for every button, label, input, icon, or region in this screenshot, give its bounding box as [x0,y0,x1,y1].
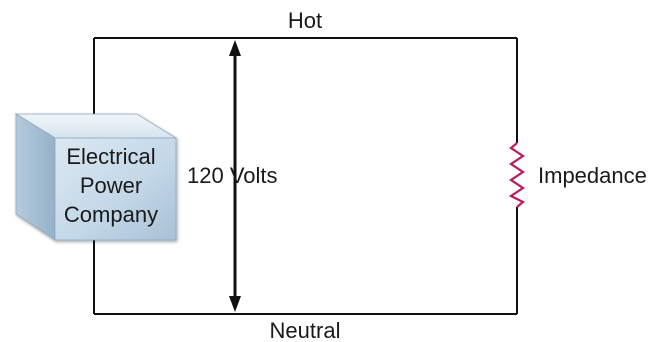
source-label-line2: Power [80,173,142,198]
voltage-label: 120 Volts [187,163,278,188]
source-label-line1: Electrical [66,144,155,169]
arrow-up-icon [229,40,241,56]
arrow-down-icon [229,296,241,312]
hot-label: Hot [288,8,322,33]
power-company-box [14,113,178,241]
source-label-line3: Company [64,202,158,227]
cube-front [54,137,177,241]
voltage-arrow [229,40,241,312]
impedance-resistor-icon [508,142,525,208]
impedance-label: Impedance [538,163,647,188]
wires [93,37,518,315]
neutral-label: Neutral [270,318,341,342]
